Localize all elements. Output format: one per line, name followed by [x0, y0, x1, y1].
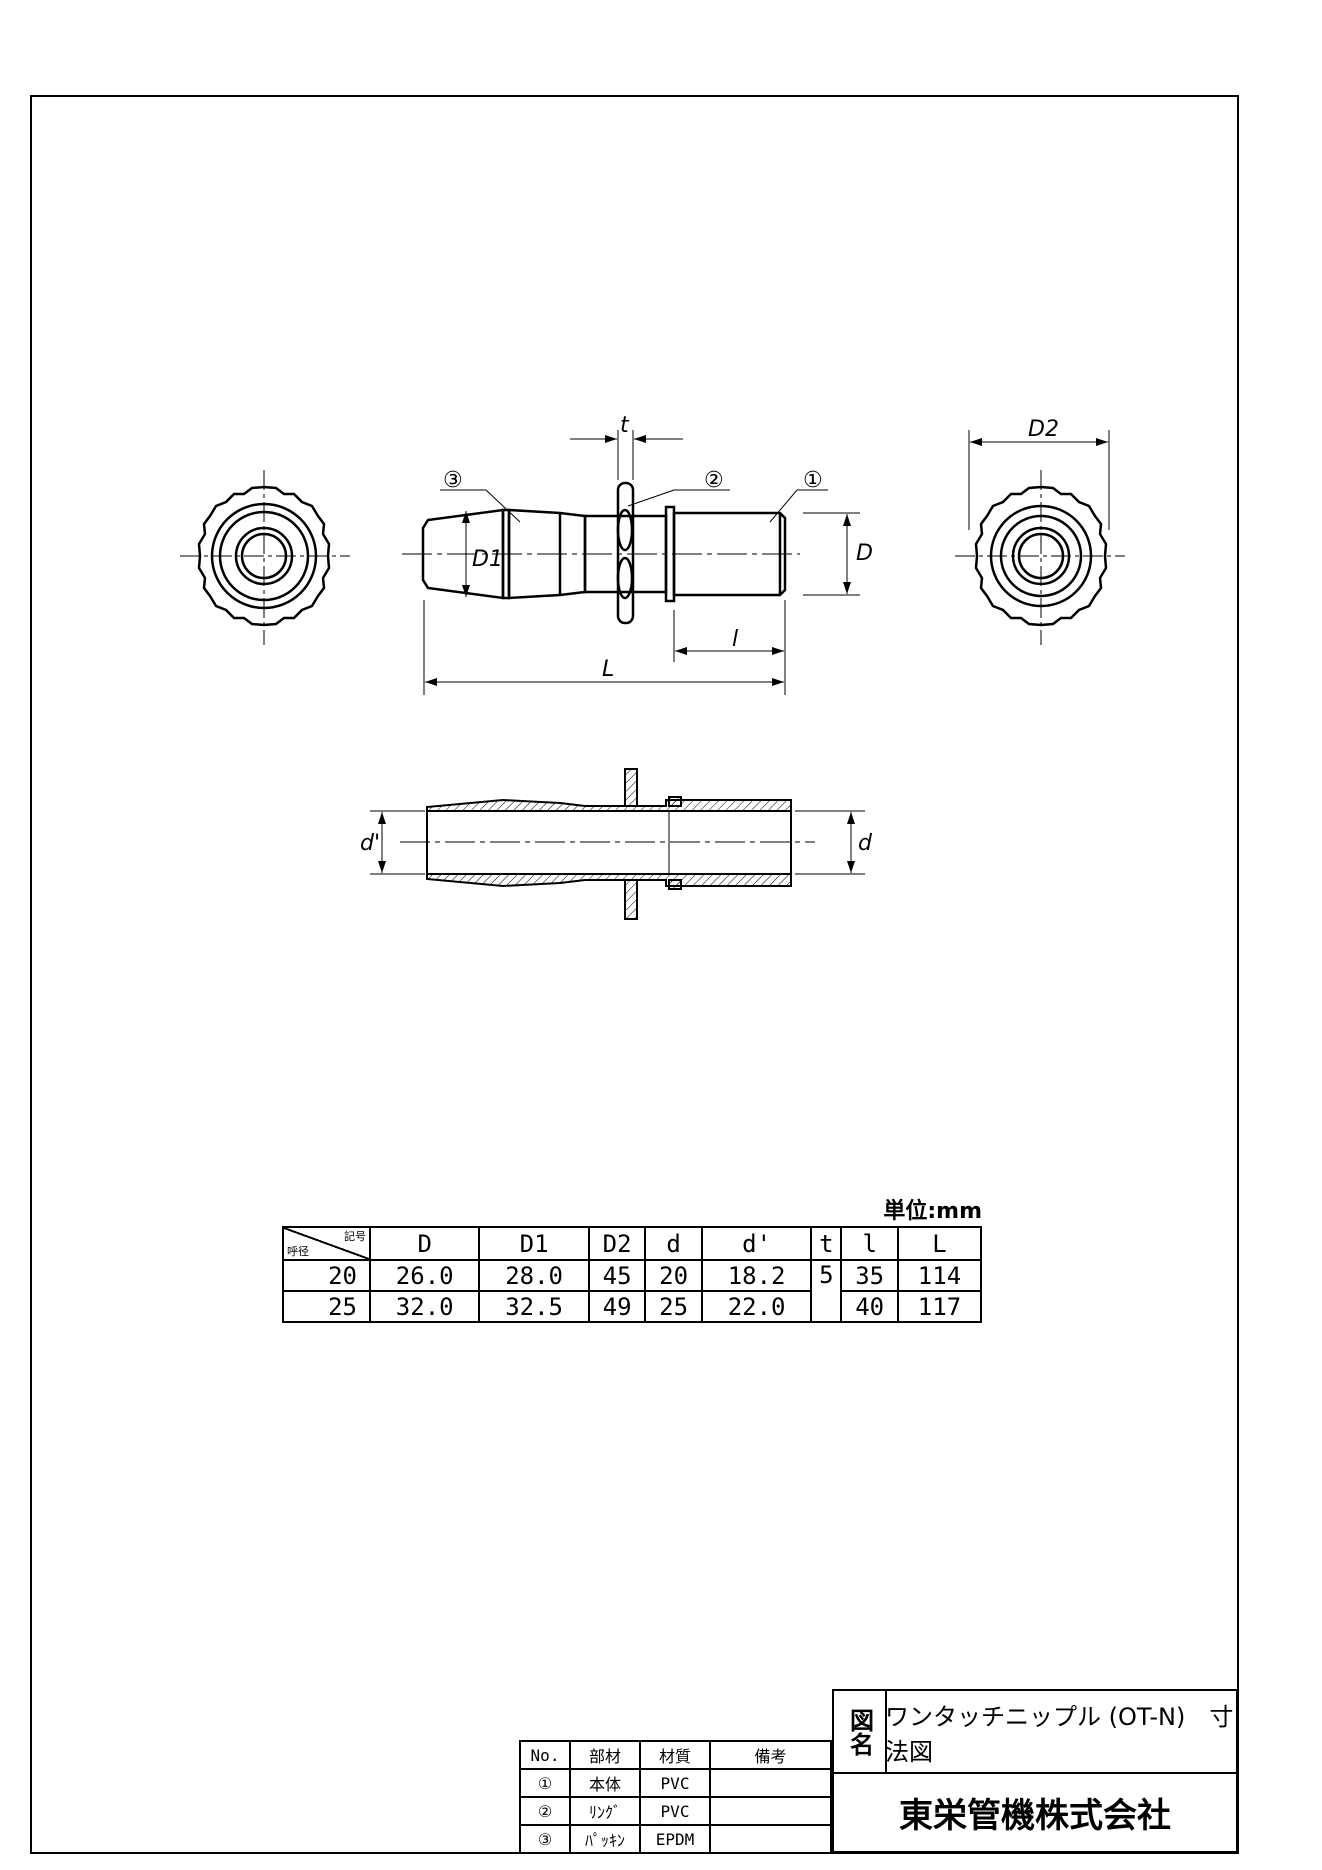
- corner-top-label: 記号: [344, 1230, 366, 1243]
- cell-d: 20: [644, 1259, 703, 1292]
- cell-d: 25: [644, 1290, 703, 1323]
- header-note: 備考: [709, 1740, 832, 1770]
- cell-D: 26.0: [368, 1259, 481, 1292]
- cell-l: 40: [840, 1290, 899, 1323]
- part-note: [709, 1768, 832, 1798]
- header-cell: D2: [587, 1226, 647, 1261]
- dim-label-D: D: [856, 541, 873, 566]
- section-view: [370, 768, 865, 920]
- right-end-view: [955, 430, 1125, 645]
- table-row: 20 26.0 28.0 45 20 18.2 5 35 114: [282, 1259, 983, 1323]
- table-row: 25 32.0 32.5 49 25 22.0 40 117: [282, 1290, 983, 1323]
- part-label-1: ①: [803, 468, 823, 493]
- part-no: ②: [519, 1796, 571, 1826]
- corner-bottom-label: 呼径: [287, 1245, 309, 1258]
- header-no: No.: [519, 1740, 571, 1770]
- part-note: [709, 1796, 832, 1826]
- part-material: PVC: [639, 1768, 711, 1798]
- unit-label: 単位:mm: [883, 1199, 982, 1224]
- header-part: 部材: [569, 1740, 641, 1770]
- part-label-2: ②: [704, 468, 724, 493]
- part-material: PVC: [639, 1796, 711, 1826]
- dim-label-D2: D2: [1028, 417, 1059, 442]
- sheet-border: [30, 95, 1239, 1854]
- part-name: 本体: [569, 1768, 641, 1798]
- title-label: 図名: [834, 1691, 887, 1774]
- parts-header-row: No. 部材 材質 備考: [519, 1740, 832, 1770]
- dim-label-d: d: [858, 831, 873, 856]
- cell-D1: 28.0: [478, 1259, 590, 1292]
- part-material: EPDM: [639, 1824, 711, 1854]
- header-cell: D: [368, 1226, 481, 1261]
- header-cell: l: [840, 1226, 899, 1261]
- dim-label-D1: D1: [472, 547, 503, 572]
- cell-L: 117: [896, 1290, 983, 1323]
- left-end-view: [180, 470, 350, 645]
- dim-label-l: l: [732, 627, 738, 652]
- header-cell: L: [896, 1226, 983, 1261]
- dim-label-d-prime: d': [360, 831, 380, 856]
- cell-l: 35: [840, 1259, 899, 1292]
- cell-t: 5: [810, 1259, 843, 1323]
- cell-D: 32.0: [368, 1290, 481, 1323]
- header-material: 材質: [639, 1740, 711, 1770]
- size-cell: 25: [282, 1290, 371, 1323]
- part-name: ﾊﾟｯｷﾝ: [569, 1824, 641, 1854]
- drawing-name: ワンタッチニップル (OT-N) 寸法図: [885, 1691, 1236, 1774]
- part-no: ③: [519, 1824, 571, 1854]
- side-view-dimensions: [423, 430, 860, 695]
- size-cell: 20: [282, 1259, 371, 1292]
- cell-d-prime: 22.0: [700, 1290, 813, 1323]
- part-no: ①: [519, 1768, 571, 1798]
- side-view: [402, 481, 800, 625]
- dim-label-t: t: [620, 413, 630, 438]
- company-name: 東栄管機株式会社: [899, 1796, 1171, 1836]
- dim-label-L: L: [602, 657, 614, 682]
- header-cell: d': [700, 1226, 813, 1261]
- part-label-3: ③: [443, 468, 463, 493]
- part-name: ﾘﾝｸﾞ: [569, 1796, 641, 1826]
- header-cell: D1: [478, 1226, 590, 1261]
- cell-d-prime: 18.2: [700, 1259, 813, 1292]
- header-cell: d: [644, 1226, 703, 1261]
- dimensions-table: 記号呼径 D D1 D2 d d' t l L 20 26.0 28.0 45 …: [282, 1226, 983, 1323]
- part-note: [709, 1824, 832, 1854]
- corner-cell: 記号呼径: [282, 1226, 371, 1261]
- cell-D2: 45: [587, 1259, 647, 1292]
- table-header-row: 記号呼径 D D1 D2 d d' t l L: [282, 1226, 983, 1261]
- cell-L: 114: [896, 1259, 983, 1292]
- header-cell: t: [810, 1226, 843, 1261]
- title-block: 図名 ワンタッチニップル (OT-N) 寸法図 東栄管機株式会社: [832, 1689, 1238, 1853]
- cell-D1: 32.5: [478, 1290, 590, 1323]
- cell-D2: 49: [587, 1290, 647, 1323]
